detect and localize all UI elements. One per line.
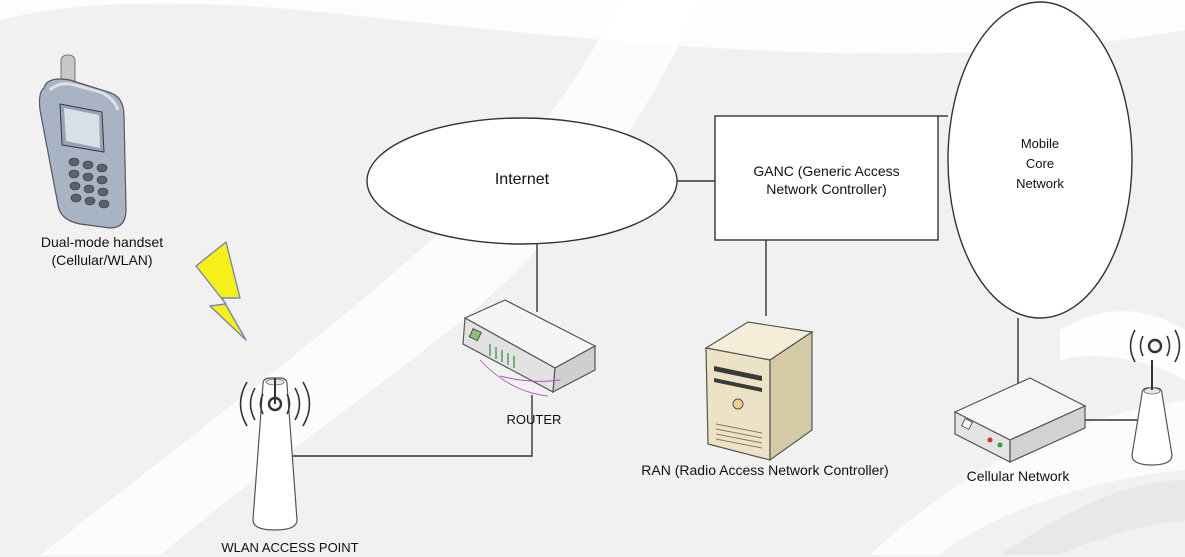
ganc-box (714, 115, 939, 241)
handset-icon (38, 54, 127, 229)
ganc-label: GANC (Generic Access Network Controller) (715, 162, 938, 198)
router-label: ROUTER (506, 412, 562, 427)
wlan-access-point-label: WLAN ACCESS POINT (221, 540, 359, 555)
wlan-access-point-icon (239, 377, 311, 531)
wireless-signal-bolt (195, 241, 247, 341)
ran-label: RAN (Radio Access Network Controller) (641, 462, 889, 478)
cellular-base-station-icon (953, 377, 1087, 463)
mobile-core-ellipse (947, 1, 1133, 319)
mobile-core-label: Mobile Core Network (990, 134, 1090, 194)
cellular-tower-icon (1129, 329, 1181, 466)
handset-label: Dual-mode handset (Cellular/WLAN) (12, 233, 192, 269)
line-ap-router (290, 395, 533, 457)
mobile-core-label-line3: Network (1016, 176, 1064, 191)
mobile-core-label-line2: Core (1025, 156, 1055, 171)
internet-cloud (366, 117, 678, 245)
handset-label-line1: Dual-mode handset (40, 234, 164, 250)
internet-label: Internet (494, 171, 550, 188)
ganc-label-line1: GANC (Generic Access (753, 163, 900, 179)
ganc-label-line2: Network Controller) (766, 181, 887, 197)
cellular-network-label: Cellular Network (966, 468, 1070, 484)
router-icon (462, 299, 597, 397)
mobile-core-label-line1: Mobile (1020, 136, 1060, 151)
ran-server-icon (704, 321, 814, 462)
handset-label-line2: (Cellular/WLAN) (51, 252, 153, 268)
